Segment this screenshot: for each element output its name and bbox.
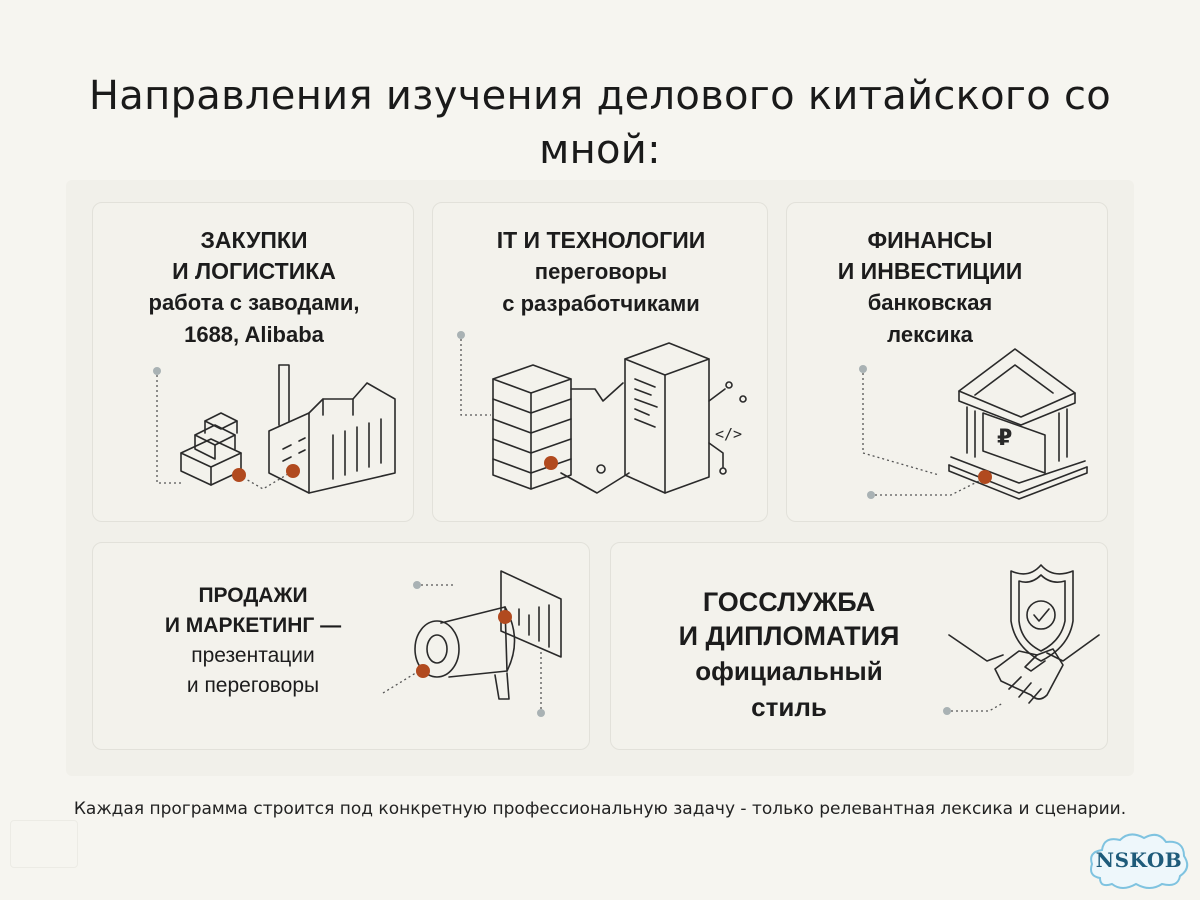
card-procurement-sub-2: 1688, Alibaba [184, 322, 324, 347]
card-it-text: IT И ТЕХНОЛОГИИ переговоры с разработчик… [433, 225, 769, 320]
card-procurement: ЗАКУПКИ И ЛОГИСТИКА работа с заводами, 1… [92, 202, 414, 522]
card-procurement-text: ЗАКУПКИ И ЛОГИСТИКА работа с заводами, 1… [93, 225, 415, 351]
card-sales-heading-1: ПРОДАЖИ [198, 584, 308, 607]
page-title: Направления изучения делового китайского… [88, 72, 1112, 173]
card-it-sub-2: с разработчиками [502, 291, 700, 316]
card-finance-heading-2: И ИНВЕСТИЦИИ [837, 258, 1023, 284]
corner-mark [10, 820, 78, 868]
bank-icon: ₽ [859, 348, 1088, 500]
card-it: IT И ТЕХНОЛОГИИ переговоры с разработчик… [432, 202, 768, 522]
card-finance-text: ФИНАНСЫ И ИНВЕСТИЦИИ банковская лексика [787, 225, 1073, 351]
card-government-sub-2: стиль [751, 692, 827, 722]
card-sales-text: ПРОДАЖИ И МАРКЕТИНГ — презентации и пере… [133, 581, 373, 701]
card-government-heading-2: И ДИПЛОМАТИЯ [678, 621, 900, 651]
card-sales-heading-2: И МАРКЕТИНГ — [164, 614, 342, 637]
card-government-text: ГОССЛУЖБА И ДИПЛОМАТИЯ официальный стиль [639, 585, 939, 725]
card-procurement-sub-1: работа с заводами, [148, 290, 360, 315]
card-sales-sub-2: и переговоры [186, 674, 320, 697]
card-finance-sub-1: банковская [867, 290, 993, 315]
currency-glyph: ₽ [997, 426, 1012, 451]
card-government-sub-1: официальный [695, 656, 883, 686]
card-finance: ФИНАНСЫ И ИНВЕСТИЦИИ банковская лексика … [786, 202, 1108, 522]
code-glyph: </> [715, 425, 742, 443]
card-sales-sub-1: презентации [191, 644, 315, 667]
handshake-shield-icon [943, 564, 1100, 715]
card-sales: ПРОДАЖИ И МАРКЕТИНГ — презентации и пере… [92, 542, 590, 750]
card-government: ГОССЛУЖБА И ДИПЛОМАТИЯ официальный стиль [610, 542, 1108, 750]
megaphone-icon [382, 570, 562, 717]
card-government-heading-1: ГОССЛУЖБА [702, 587, 876, 617]
cloud-badge [1090, 833, 1189, 889]
watermark-text: NSKOB [1095, 848, 1183, 872]
card-finance-sub-2: лексика [887, 322, 973, 347]
card-procurement-heading-1: ЗАКУПКИ [200, 227, 308, 253]
watermark-logo: NSKOB [1086, 828, 1192, 892]
server-icon: </> [457, 331, 747, 494]
card-it-heading-1: IT И ТЕХНОЛОГИИ [496, 227, 706, 253]
factory-icon [153, 364, 396, 494]
card-procurement-heading-2: И ЛОГИСТИКА [172, 258, 336, 284]
footer-note: Каждая программа строится под конкретную… [73, 799, 1127, 819]
card-it-sub-1: переговоры [534, 259, 668, 284]
card-finance-heading-1: ФИНАНСЫ [867, 227, 993, 253]
